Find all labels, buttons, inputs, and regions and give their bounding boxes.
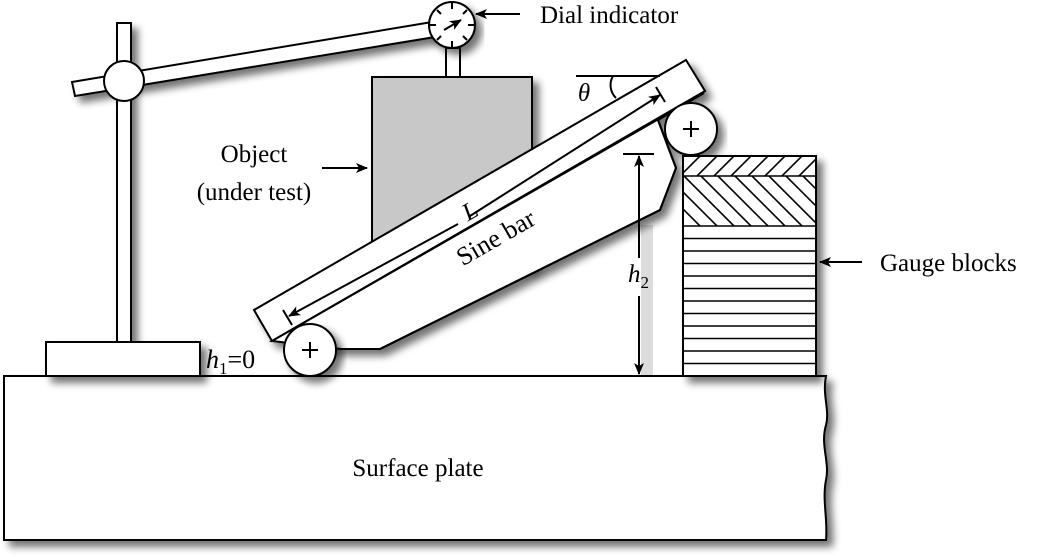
- hatch-line: [683, 176, 735, 226]
- h1-label: h1=0: [206, 345, 255, 378]
- gauge-blocks-label: Gauge blocks: [880, 250, 1017, 277]
- hatch-line: [768, 176, 816, 225]
- hatch-line: [734, 176, 786, 226]
- surface-plate-label: Surface plate: [352, 455, 483, 482]
- hatch-line: [764, 156, 786, 176]
- hatch-line: [683, 190, 718, 226]
- clamp-joint: [103, 60, 145, 102]
- theta-label: θ: [578, 80, 590, 107]
- h2-label: h2: [628, 261, 649, 292]
- hatch-line: [802, 176, 816, 191]
- plus-icon: [302, 342, 318, 358]
- gauge-blocks: [682, 155, 817, 377]
- dial-face-icon: [430, 3, 474, 47]
- dial-stem: [445, 47, 461, 78]
- hatch-line: [696, 156, 718, 176]
- hatch-line: [781, 156, 803, 176]
- hatch-line: [700, 176, 752, 226]
- object-label-line1: Object: [221, 141, 288, 168]
- dial-indicator-label: Dial indicator: [540, 2, 679, 29]
- hatch-line: [751, 176, 803, 226]
- theta-arc: [609, 75, 617, 99]
- stand: [45, 22, 201, 377]
- gauge-block-outline: [682, 155, 817, 377]
- surface-plate: [3, 375, 829, 541]
- stand-column: [116, 22, 132, 343]
- hatch-line: [833, 156, 853, 176]
- sine-bar-underside: [341, 119, 678, 350]
- plus-icon: [683, 121, 699, 137]
- hatch-line: [730, 156, 752, 176]
- length-dimension: [282, 86, 666, 326]
- hatch-line: [713, 156, 735, 176]
- hatch-line: [820, 176, 870, 226]
- h2-strip: [641, 225, 653, 375]
- stand-base: [45, 341, 201, 377]
- hatch-line: [815, 174, 816, 176]
- hatch-line: [717, 176, 769, 226]
- hatch-line: [747, 156, 769, 176]
- h2-dimension: [623, 153, 654, 375]
- gauge-block-stack: [683, 156, 870, 365]
- hatch-line: [683, 207, 701, 226]
- object-label-line2: (under test): [197, 179, 312, 206]
- hatch-line: [785, 176, 816, 208]
